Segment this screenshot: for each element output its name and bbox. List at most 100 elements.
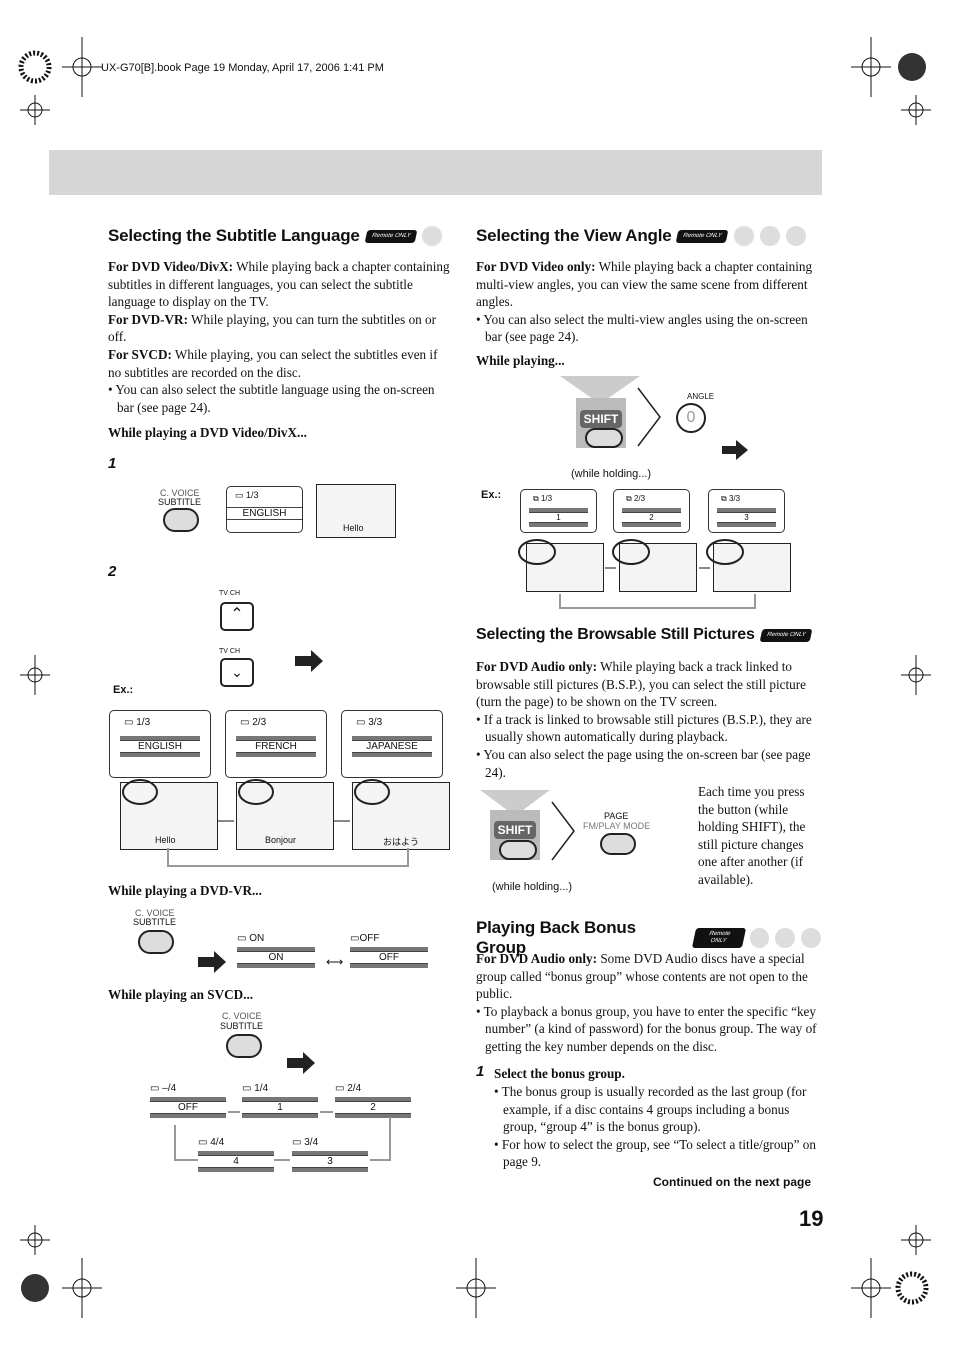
page-button[interactable] bbox=[600, 833, 636, 855]
step-number: 1 bbox=[108, 455, 117, 472]
section-title: Playing Back Bonus Group bbox=[476, 918, 636, 957]
subtitle-label: SUBTITLE bbox=[220, 1021, 264, 1031]
text: While playing back a chapter containing … bbox=[108, 259, 450, 310]
while-svcd-label: While playing an SVCD... bbox=[108, 987, 254, 1002]
remote-only-badge: Remote ONLY bbox=[691, 928, 746, 948]
osd-field: FRENCH bbox=[236, 740, 316, 753]
page-number: 19 bbox=[799, 1206, 824, 1231]
text: While playing back a chapter containing … bbox=[476, 259, 813, 310]
camera-icon: ⧉ bbox=[626, 494, 632, 503]
subtitle-icon: ▭ bbox=[235, 490, 244, 500]
ex-label: Ex.: bbox=[113, 684, 134, 696]
osd-number: 3/3 bbox=[368, 717, 383, 728]
section-title: Selecting the Browsable Still Pictures bbox=[476, 626, 755, 643]
bullet-text: • To playback a bonus group, you have to… bbox=[476, 1003, 817, 1054]
ex-label: Ex.: bbox=[481, 489, 502, 501]
bsp-heading: Selecting the Browsable Still Pictures R… bbox=[476, 626, 821, 644]
picture-caption: Hello bbox=[155, 835, 176, 845]
text: While playing, you can select the subtit… bbox=[108, 346, 438, 380]
angle-body: For DVD Video only: While playing back a… bbox=[476, 258, 821, 370]
tv-ch-down-button[interactable]: ⌄ bbox=[220, 658, 254, 687]
osd-field: 2 bbox=[335, 1101, 411, 1114]
text: Some DVD Audio discs have a special grou… bbox=[476, 951, 808, 1002]
chevron-up-icon: ⌃ bbox=[230, 606, 244, 623]
osd-field: ON bbox=[237, 951, 315, 964]
subtitle-button[interactable] bbox=[138, 930, 174, 954]
osd-field: 3 bbox=[292, 1155, 368, 1168]
svcd-flow-arrows bbox=[174, 1111, 391, 1161]
label-dvd-video: For DVD Video only: bbox=[476, 259, 596, 274]
text: While playing back a track linked to bro… bbox=[476, 659, 806, 710]
label-dvd-video: For DVD Video/DivX: bbox=[108, 259, 234, 274]
label-dvd-audio: For DVD Audio only: bbox=[476, 659, 598, 674]
shift-key[interactable] bbox=[585, 428, 623, 448]
tv-picture: Hello bbox=[316, 484, 396, 538]
subtitle-label: SUBTITLE bbox=[158, 497, 202, 507]
cycle-arrows bbox=[122, 779, 409, 867]
subtitle-icon: ▭ bbox=[240, 717, 250, 728]
arrow-right-icon bbox=[287, 1052, 315, 1074]
decor-dot bbox=[785, 226, 806, 246]
osd-svcd: ▭ 2/4 2 bbox=[335, 1083, 411, 1118]
subtitle-button[interactable] bbox=[163, 508, 199, 532]
osd-field: 3 bbox=[717, 512, 776, 523]
osd-svcd: ▭ 4/4 4 bbox=[198, 1137, 274, 1172]
file-info: UX-G70[B].book Page 19 Monday, April 17,… bbox=[101, 62, 384, 74]
chevron-down-icon: ⌄ bbox=[231, 664, 243, 680]
while-label: While playing... bbox=[476, 352, 565, 368]
text: While playing, you can turn the subtitle… bbox=[108, 311, 437, 345]
section-title: Selecting the Subtitle Language bbox=[108, 226, 360, 245]
swap-arrow-icon: ⟷ bbox=[326, 955, 344, 969]
angle-button[interactable]: 0 bbox=[676, 403, 706, 433]
cvoice-label: C. VOICE bbox=[222, 1011, 262, 1021]
osd-example-3: ▭ 3/3 JAPANESE bbox=[341, 710, 443, 778]
chevron-right-icon bbox=[637, 387, 661, 447]
shift-button[interactable]: SHIFT bbox=[494, 821, 536, 839]
osd-number: OFF bbox=[359, 933, 380, 944]
while-vr-label: While playing a DVD-VR... bbox=[108, 883, 262, 898]
picture-caption: Hello bbox=[343, 523, 364, 533]
step-number: 1 bbox=[476, 1063, 485, 1080]
label-dvd-vr: For DVD-VR: bbox=[108, 311, 188, 327]
subtitle-icon: ▭ bbox=[242, 1083, 252, 1094]
subtitle-icon: ▭ bbox=[292, 1137, 302, 1148]
angle-cycle-arrows bbox=[518, 539, 756, 609]
arrow-down-icon bbox=[480, 790, 550, 816]
subtitle-button[interactable] bbox=[226, 1034, 262, 1058]
osd-field: ENGLISH bbox=[227, 507, 302, 520]
osd-svcd: ▭ 3/4 3 bbox=[292, 1137, 368, 1172]
arrow-right-icon bbox=[722, 440, 748, 460]
bonus-body: For DVD Audio only: Some DVD Audio discs… bbox=[476, 950, 821, 1056]
bullet-text: • You can also select the multi-view ang… bbox=[476, 311, 808, 345]
fm-play-mode-label: FM/PLAY MODE bbox=[583, 821, 651, 831]
osd-field: 2 bbox=[622, 512, 681, 523]
angle-label: ANGLE bbox=[687, 392, 715, 401]
subtitle-icon: ▭ bbox=[237, 933, 247, 944]
car-picture bbox=[526, 543, 604, 592]
shift-button[interactable]: SHIFT bbox=[580, 410, 622, 428]
subtitle-icon: ▭ bbox=[198, 1137, 208, 1148]
chevron-right-icon bbox=[551, 801, 575, 861]
subtitle-icon: ▭ bbox=[350, 933, 360, 944]
osd-field: OFF bbox=[350, 951, 428, 964]
tv-ch-down-label: TV CH bbox=[219, 648, 240, 655]
bullet-text: • The bonus group is usually recorded as… bbox=[494, 1084, 807, 1135]
osd-vr-off: ▭OFF OFF bbox=[350, 933, 428, 975]
bullet-text: • If a track is linked to browsable stil… bbox=[476, 711, 812, 745]
camera-icon: ⧉ bbox=[533, 494, 539, 503]
shift-key[interactable] bbox=[499, 840, 537, 860]
decor-dot bbox=[759, 226, 780, 246]
bullet-text: • You can also select the subtitle langu… bbox=[108, 382, 435, 415]
subtitle-icon: ▭ bbox=[356, 717, 366, 728]
bsp-note: Each time you press the button (while ho… bbox=[698, 784, 806, 887]
header-band bbox=[49, 150, 822, 195]
tv-ch-up-label: TV CH bbox=[219, 590, 240, 597]
decor-dot bbox=[775, 928, 796, 948]
osd-number: 2/4 bbox=[347, 1083, 362, 1094]
subtitle-body: For DVD Video/DivX: While playing back a… bbox=[108, 258, 453, 442]
osd-field: 4 bbox=[198, 1155, 274, 1168]
step-number: 2 bbox=[108, 563, 117, 580]
osd-angle: ⧉ 1/3 1 bbox=[520, 489, 597, 533]
tv-ch-up-button[interactable]: ⌃ bbox=[220, 602, 254, 631]
osd-number: 4/4 bbox=[210, 1137, 225, 1148]
